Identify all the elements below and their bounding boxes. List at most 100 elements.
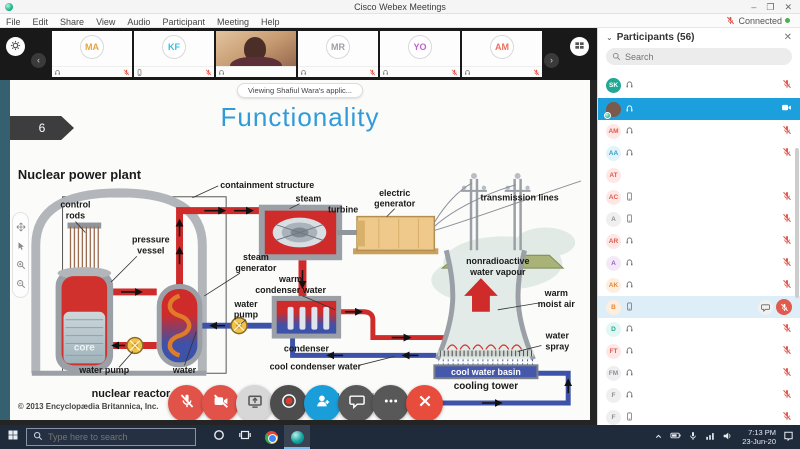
end-meeting-button[interactable] (406, 385, 443, 420)
layout-button[interactable] (570, 37, 589, 56)
video-thumbnail[interactable] (216, 31, 296, 77)
panel-scrollbar[interactable] (795, 148, 799, 298)
video-thumbnail[interactable]: MR (298, 31, 378, 77)
avatar: AA (606, 145, 621, 161)
audio-settings-button[interactable] (6, 37, 25, 56)
video-thumbnail[interactable]: AM (462, 31, 542, 77)
avatar: FM (606, 365, 621, 381)
muted-mic-icon[interactable] (782, 342, 792, 360)
menu-share[interactable]: Share (60, 16, 85, 27)
participant-row[interactable]: AM (598, 120, 800, 142)
participant-row[interactable]: A (598, 252, 800, 274)
video-thumbnail[interactable]: KF (134, 31, 214, 77)
close-button[interactable]: ✕ (784, 1, 792, 12)
video-thumbnail[interactable]: YO (380, 31, 460, 77)
diagram-label-water: water (172, 365, 197, 375)
avatar: SK (606, 77, 621, 93)
diagram-label-steam-generator-1: steam (243, 252, 269, 262)
webex-logo-icon (5, 2, 13, 11)
menu-bar: File Edit Share View Audio Participant Meeting… (0, 14, 800, 28)
clock-date: 23-Jun-20 (742, 437, 776, 446)
participant-row[interactable]: F (598, 406, 800, 425)
participant-row[interactable]: F (598, 384, 800, 406)
scroll-right-button[interactable]: › (544, 53, 559, 68)
muted-mic-icon[interactable] (782, 386, 792, 404)
muted-mic-button[interactable] (776, 299, 792, 315)
participants-button[interactable] (304, 385, 341, 420)
chat-icon (348, 393, 365, 414)
participant-search-input[interactable] (625, 51, 775, 62)
participant-row[interactable]: AA (598, 142, 800, 164)
connection-label: Connected (738, 15, 782, 26)
menu-edit[interactable]: Edit (32, 16, 49, 27)
task-view-button[interactable] (232, 425, 258, 449)
muted-mic-icon[interactable] (782, 188, 792, 206)
maximize-button[interactable]: ❐ (766, 1, 775, 12)
muted-mic-icon[interactable] (782, 364, 792, 382)
participant-row[interactable]: A (598, 208, 800, 230)
muted-mic-icon[interactable] (782, 232, 792, 250)
menu-meeting[interactable]: Meeting (216, 16, 250, 27)
chrome-button[interactable] (258, 425, 284, 449)
audio-icon (464, 63, 471, 77)
tray-expand-icon[interactable] (654, 428, 663, 446)
menu-view[interactable]: View (96, 16, 116, 27)
scroll-left-button[interactable]: ‹ (31, 53, 46, 68)
chat-button[interactable] (338, 385, 375, 420)
avatar: MA (80, 35, 104, 59)
muted-mic-icon[interactable] (782, 122, 792, 140)
collapse-chevron-icon[interactable]: ⌄ (606, 32, 613, 42)
zoom-in-icon[interactable] (16, 260, 26, 270)
start-button[interactable] (0, 425, 26, 449)
share-content-button[interactable] (236, 385, 273, 420)
muted-mic-icon[interactable] (782, 408, 792, 425)
action-center-icon[interactable] (783, 428, 794, 446)
participant-row[interactable]: D (598, 318, 800, 340)
video-thumbnail[interactable]: MA (52, 31, 132, 77)
muted-mic-icon[interactable] (782, 76, 792, 94)
tray-mic-icon[interactable] (688, 428, 698, 446)
zoom-out-icon[interactable] (16, 279, 26, 289)
clock[interactable]: 7:13 PM 23-Jun-20 (742, 428, 776, 447)
speaker-icon[interactable] (722, 428, 732, 446)
participant-row[interactable] (598, 98, 800, 120)
avatar: A (606, 255, 621, 271)
participant-row[interactable]: FM (598, 362, 800, 384)
more-options-button[interactable] (372, 385, 409, 420)
mute-microphone-button[interactable] (168, 385, 205, 420)
audio-icon (625, 276, 634, 294)
muted-mic-icon[interactable] (782, 320, 792, 338)
record-button[interactable] (270, 385, 307, 420)
taskbar-search[interactable] (26, 428, 196, 446)
chat-badge-icon[interactable] (758, 299, 773, 315)
participant-row[interactable]: AR (598, 230, 800, 252)
audio-icon (625, 386, 634, 404)
participant-row[interactable]: SK (598, 72, 800, 98)
muted-mic-icon[interactable] (782, 254, 792, 272)
stop-video-button[interactable] (202, 385, 239, 420)
battery-icon[interactable] (670, 428, 681, 446)
panel-close-icon[interactable]: ✕ (783, 31, 792, 43)
pan-tool-icon[interactable] (15, 221, 26, 232)
muted-mic-icon[interactable] (782, 210, 792, 228)
participant-search[interactable] (606, 48, 792, 65)
participant-row[interactable]: AK (598, 274, 800, 296)
menu-file[interactable]: File (6, 16, 21, 27)
participant-row[interactable]: AT (598, 164, 800, 186)
muted-mic-icon[interactable] (782, 276, 792, 294)
diagram-label-copyright: © 2013 Encyclopædia Britannica, Inc. (18, 402, 159, 411)
participant-row[interactable]: B (598, 296, 800, 318)
menu-help[interactable]: Help (261, 16, 280, 27)
select-tool-icon[interactable] (16, 241, 26, 251)
menu-audio[interactable]: Audio (127, 16, 151, 27)
menu-participant[interactable]: Participant (162, 16, 205, 27)
network-icon[interactable] (705, 428, 715, 446)
cortana-button[interactable] (206, 425, 232, 449)
taskbar-search-input[interactable] (48, 432, 178, 442)
muted-mic-icon[interactable] (782, 144, 792, 162)
participant-row[interactable]: FT (598, 340, 800, 362)
webex-taskbar-button[interactable] (284, 425, 310, 449)
minimize-button[interactable]: – (751, 1, 757, 12)
participant-row[interactable]: AC (598, 186, 800, 208)
video-on-icon[interactable] (781, 100, 792, 118)
